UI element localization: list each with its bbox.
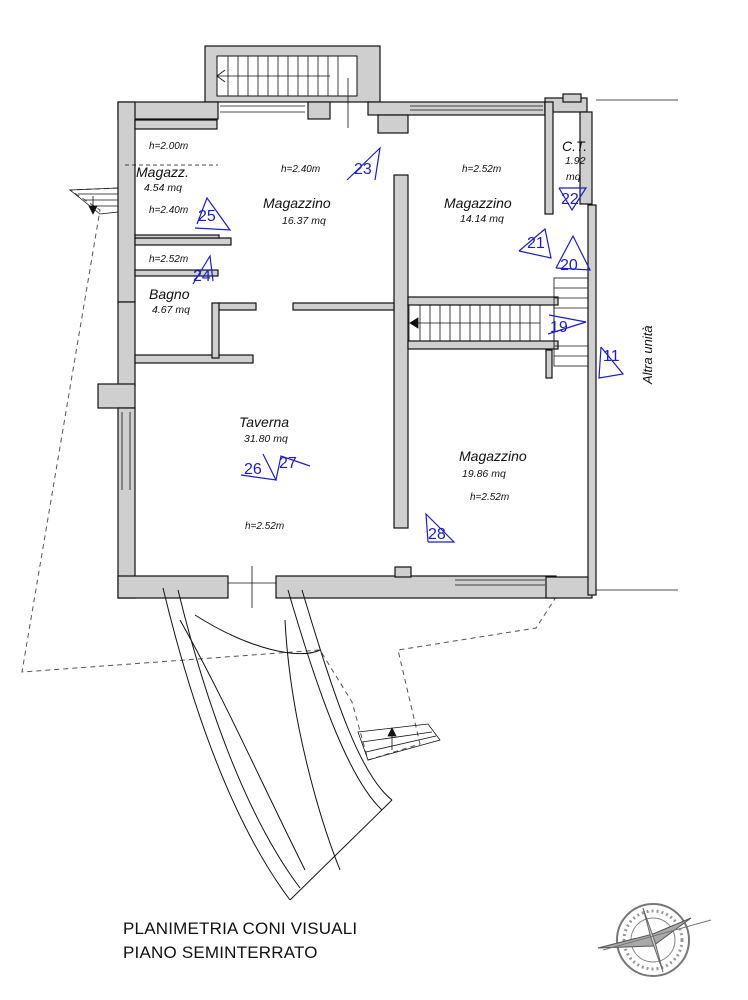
cone-23-shape (346, 146, 381, 181)
room-h-magazzino-1: h=2.40m (281, 164, 320, 175)
cone-26-label: 26 (244, 461, 262, 478)
room-area-magazzino-3: 19.86 mq (462, 468, 506, 480)
cone-28-label: 28 (428, 526, 446, 543)
cone-24-shape (192, 254, 214, 285)
cone-20-label: 20 (560, 257, 578, 274)
cone-25-shape (194, 196, 232, 231)
room-name-magazzino-2: Magazzino (444, 195, 512, 211)
room-name-magazz: Magazz. (136, 164, 189, 180)
view-cones (192, 146, 625, 543)
property-boundary (21, 187, 559, 761)
room-h-magazz-top: h=2.00m (149, 141, 188, 152)
room-area-bagno: 4.67 mq (152, 304, 190, 316)
room-h-taverna: h=2.52m (245, 521, 284, 532)
title-line-2: PIANO SEMINTERRATO (123, 943, 318, 962)
cone-24-label: 24 (193, 268, 211, 285)
stair-internal (408, 277, 589, 367)
window-lines (121, 99, 678, 608)
room-h-magazzino-3: h=2.52m (470, 492, 509, 503)
cone-22-label: 22 (561, 191, 579, 208)
room-area-magazzino-2: 14.14 mq (460, 213, 504, 225)
side-label-altra-unita: Altra unità (640, 325, 655, 385)
room-area-magazzino-1: 16.37 mq (282, 215, 326, 227)
cone-28-shape (425, 512, 456, 543)
cone-19-shape (547, 314, 587, 335)
cone-27-shape (275, 455, 311, 481)
room-name-bagno: Bagno (149, 286, 190, 302)
room-area-ct-unit: mq (566, 171, 581, 183)
view-cone-numbers: 23 25 24 22 21 20 19 11 26 27 28 (193, 161, 620, 543)
title-line-1: PLANIMETRIA CONI VISUALI (123, 919, 358, 938)
room-area-magazz: 4.54 mq (144, 182, 182, 194)
room-area-taverna: 31.80 mq (244, 433, 288, 445)
cone-11-label: 11 (603, 348, 620, 365)
cone-22-shape (558, 187, 588, 212)
room-area-ct-value: 1.92 (565, 155, 586, 167)
room-name-taverna: Taverna (239, 414, 289, 430)
compass-icon (597, 903, 712, 977)
curved-ramp (162, 587, 393, 901)
cone-25-label: 25 (198, 208, 216, 225)
room-name-ct: C.T. (562, 138, 587, 154)
cone-23-label: 23 (354, 161, 372, 178)
room-h-bagno: h=2.52m (149, 254, 188, 265)
stair-left (68, 187, 119, 215)
stair-top (204, 45, 381, 128)
cone-11-shape (598, 346, 625, 379)
cone-20-shape (555, 234, 592, 271)
room-labels: h=2.00m Magazz. 4.54 mq h=2.40m h=2.40m … (136, 138, 655, 532)
stair-lower (357, 723, 441, 761)
room-name-magazzino-3: Magazzino (459, 448, 527, 464)
room-h-magazz-bottom: h=2.40m (149, 205, 188, 216)
walls (97, 93, 597, 599)
cone-21-label: 21 (527, 235, 545, 252)
room-name-magazzino-1: Magazzino (263, 195, 331, 211)
cone-27-label: 27 (279, 455, 297, 472)
room-h-magazzino-2: h=2.52m (462, 164, 501, 175)
cone-19-label: 19 (550, 319, 568, 336)
cone-21-shape (518, 227, 552, 259)
